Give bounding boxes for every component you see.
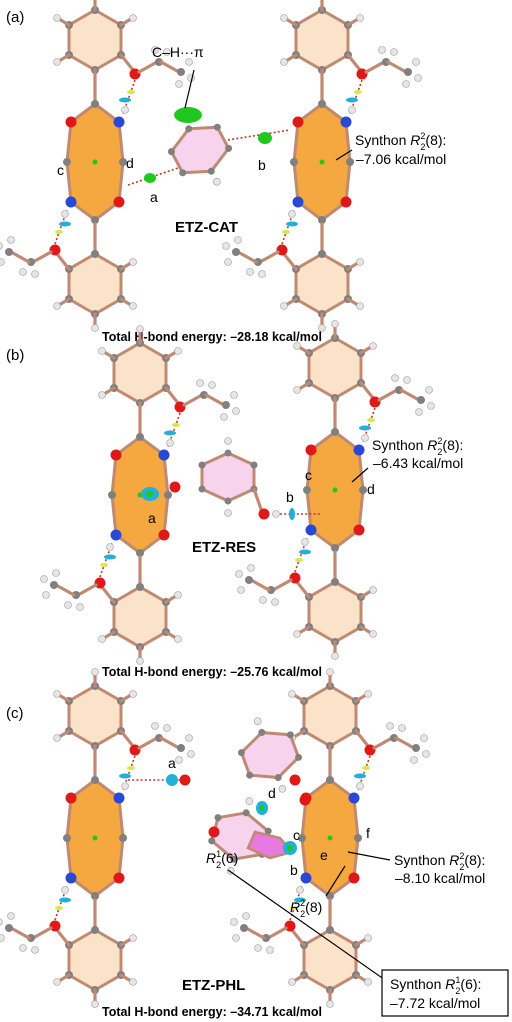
panel-a-site-c: c	[57, 162, 64, 178]
panel-c-synthon-energy: –8.10 kcal/mol	[395, 870, 485, 886]
panel-b-molecule-label: ETZ-RES	[192, 539, 256, 556]
panel-c-letter: (c)	[6, 705, 24, 722]
panel-a-site-a: a	[150, 189, 158, 205]
panel-c-site-b: b	[290, 862, 298, 878]
panel-b-site-b: b	[286, 489, 294, 505]
panel-a-synthon-energy: –7.06 kcal/mol	[356, 151, 446, 167]
panel-a-synthon-leader	[335, 149, 353, 161]
panel-c-box-leader	[227, 869, 389, 983]
panel-c-site-d: d	[268, 785, 276, 801]
panel-a-site-b: b	[258, 157, 266, 173]
panel-c-site-e: e	[320, 847, 328, 863]
panel-a-molecule-label: ETZ-CAT	[175, 219, 238, 236]
panel-b-synthon-energy: –6.43 kcal/mol	[373, 455, 463, 471]
panel-b-site-a: a	[148, 510, 156, 526]
panel-c-synthon-leader	[347, 851, 391, 861]
panel-a-letter: (a)	[6, 9, 24, 26]
panel-c-energy: Total H-bond energy: –34.71 kcal/mol	[102, 1005, 322, 1019]
panel-c-r16-ring	[246, 830, 295, 860]
panel-b-energy: Total H-bond energy: –25.76 kcal/mol	[102, 665, 322, 679]
panel-c-site-c: c	[293, 827, 300, 843]
panel-b-letter: (b)	[6, 347, 24, 364]
panel-a-site-d: d	[126, 155, 134, 171]
panel-c-site-f: f	[366, 825, 370, 841]
panel-a-energy: Total H-bond energy: –28.18 kcal/mol	[102, 330, 322, 344]
panel-b-site-c: c	[305, 467, 312, 483]
panel-b-coformer	[197, 436, 259, 518]
panel-c-site-a: a	[168, 755, 176, 771]
panel-b-site-d: d	[367, 481, 375, 497]
panel-c-r28-leader	[325, 865, 346, 897]
panel-c-left-molecule	[0, 669, 195, 1008]
panel-b-left-molecule	[41, 326, 240, 665]
panel-b-synthon-leader	[351, 467, 369, 483]
panel-c-synthon-box	[381, 969, 509, 1017]
panel-b-right-molecule	[236, 321, 435, 660]
panel-c-box-energy: –7.72 kcal/mol	[390, 995, 480, 1011]
panel-a-ch-pi-leader	[184, 69, 195, 109]
panel-c-molecule-label: ETZ-PHL	[182, 977, 245, 994]
panel-a-ch-pi-label: C–H···π	[152, 44, 204, 60]
